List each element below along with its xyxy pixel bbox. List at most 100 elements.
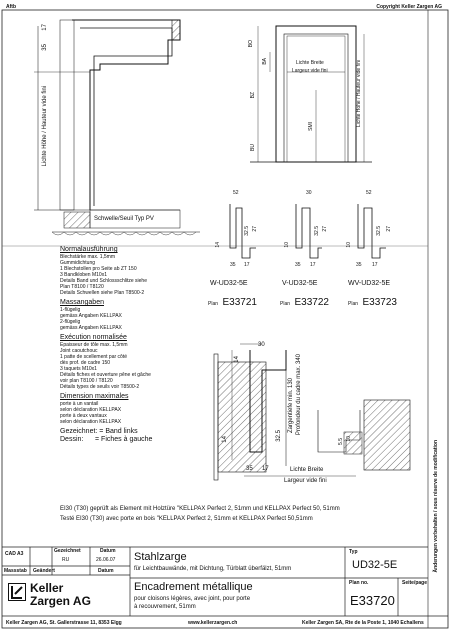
profile-3-d5: 27 — [386, 226, 392, 232]
profile-2-d1: 10 — [284, 242, 290, 248]
note-fr: Testé EI30 (T30) avec porte en bois "KEL… — [60, 516, 313, 522]
profile-1-d1: 14 — [215, 242, 221, 248]
profile-2-plan-row: Plan E33722 — [280, 292, 329, 310]
exec-item: Détails types de seuils voir T8500-2 — [60, 384, 140, 390]
exec-item: Epaisseur de tôle max. 1,5mm — [60, 342, 128, 348]
side-note: Änderungen vorbehalten / sous réserve de… — [433, 440, 439, 573]
profile-1-d3: 17 — [244, 262, 250, 268]
exec-item: voir plan T8100 / T8120 — [60, 378, 113, 384]
exec-item: 3 taquets M10x1 — [60, 366, 97, 372]
profile-2-plan-label: Plan — [280, 301, 291, 307]
date-value: 26.06.07 — [96, 557, 116, 563]
sec-width-label-fr: Largeur vide fini — [284, 478, 327, 484]
right-width-label-fr: Largeur vide fini — [292, 68, 328, 74]
changed-date-header: Datum — [98, 568, 114, 574]
profile-1-plan: E33721 — [222, 297, 257, 308]
profile-3-name: WV-UD32-5E — [348, 280, 391, 287]
dim-item: selon déclaration KELLPAX — [60, 407, 122, 413]
normal-item: 3 Bandkloben M10x1 — [60, 272, 107, 278]
drawn-header: Gezeichnet — [54, 548, 81, 554]
sec-dim-14a: 14 — [234, 356, 240, 363]
logo-line1: Keller — [30, 581, 64, 595]
changed-header: Geändert — [33, 568, 55, 574]
profile-1-d2: 35 — [230, 262, 236, 268]
profile-sketches — [229, 204, 386, 259]
mass-item: 1-flügelig — [60, 307, 81, 313]
header-left: Aftb — [6, 4, 16, 10]
sec-dim-14b: 14 — [222, 436, 228, 443]
normal-item: Details Band und Schlossschlitze siehe — [60, 278, 147, 284]
profile-1-top: 52 — [233, 190, 239, 196]
normal-item: 1 Blechstollen pro Seite ab ZT 150 — [60, 266, 137, 272]
type-value: UD32-5E — [352, 559, 398, 571]
mass-item: gemäss Angaben KELLPAX — [60, 325, 122, 331]
profile-3-d1: 10 — [346, 242, 352, 248]
footer-left: Keller Zargen AG, St. Gallerstrasse 11, … — [6, 620, 122, 626]
dim-17: 17 — [42, 24, 48, 31]
profile-3-d4: 32.5 — [376, 226, 382, 236]
profile-1-name: W-UD32-5E — [210, 280, 248, 287]
right-height-label: Lichte Höhe / Hauteur vide fini — [356, 60, 362, 127]
profile-1-d4: 32.5 — [244, 226, 250, 236]
left-section-drawing — [34, 19, 200, 236]
profile-1-plan-label: Plan — [208, 301, 219, 307]
header-right: Copyright Keller Zargen AG — [376, 4, 442, 10]
dim-item: porte à un vantail — [60, 401, 99, 407]
profile-2-top: 30 — [306, 190, 312, 196]
profile-3-d3: 17 — [372, 262, 378, 268]
specs-panel: Normalausführung Blechstärke max. 1,5mm … — [60, 246, 210, 444]
label-bz: BZ — [250, 92, 256, 99]
mass-item: 2-flügelig — [60, 319, 81, 325]
profile-2-name: V-UD32-5E — [282, 280, 318, 287]
drawn-value: RU — [62, 557, 70, 563]
logo-line2: Zargen AG — [30, 594, 91, 608]
normal-item: Blechstärke max. 1,5mm — [60, 254, 116, 260]
title-de: Stahlzarge — [134, 551, 187, 563]
dim-35: 35 — [42, 44, 48, 51]
exec-item: 1 patte de scellement par côté — [60, 354, 127, 360]
profile-2-d5: 27 — [322, 226, 328, 232]
cad-label: CAD A3 — [5, 551, 24, 557]
subtitle-de: für Leichtbauwände, mit Dichtung, Türbla… — [134, 566, 292, 572]
type-header: Typ — [349, 549, 358, 555]
dessin-note: Dessin: = Fiches à gauche — [60, 436, 153, 443]
dim-item: selon déclaration KELLPAX — [60, 419, 122, 425]
sec-width-label: Lichte Breite — [290, 467, 324, 473]
sec-dim-35: 35 — [246, 466, 253, 472]
exec-item: dès prof. de cadre 150 — [60, 360, 111, 366]
profile-3-plan-label: Plan — [348, 301, 359, 307]
subtitle-fr-1: pour cloisons légères, avec joint, pour … — [134, 596, 251, 602]
dim-title: Dimension maximales — [60, 393, 129, 400]
door-elevation-drawing — [250, 25, 372, 163]
left-height-label: Lichte Höhe / Hauteur vide fini — [42, 86, 48, 167]
profile-2-plan: E33722 — [294, 297, 329, 308]
right-width-label: Lichte Breite — [296, 60, 324, 66]
label-bu: BU — [250, 144, 256, 151]
normal-item: Plan T8100 / T8120 — [60, 284, 104, 290]
subtitle-fr-2: à recouvrement, 51mm — [134, 604, 196, 610]
mass-item: gemäss Angaben KELLPAX — [60, 313, 122, 319]
normal-item: Details Schwellen siehe Plan T8500-2 — [60, 290, 145, 296]
normal-title: Normalausführung — [60, 246, 118, 253]
profile-3-d2: 35 — [356, 262, 362, 268]
footer-link[interactable]: www.kellerzargen.ch — [188, 620, 238, 626]
profile-3-plan-row: Plan E33723 — [348, 292, 397, 310]
sill-label: Schwelle/Seuil Typ PV — [92, 216, 156, 224]
mass-title: Massangaben — [60, 299, 104, 306]
profile-1-d5: 27 — [252, 226, 258, 232]
profile-2-d3: 17 — [310, 262, 316, 268]
date-header: Datum — [100, 548, 116, 554]
profile-1-plan-row: Plan E33721 — [208, 292, 257, 310]
label-ba: BA — [262, 58, 268, 65]
dim-item: porte à deux vantaux — [60, 413, 107, 419]
profile-3-top: 52 — [366, 190, 372, 196]
profile-3-plan: E33723 — [362, 297, 397, 308]
sec-dim-325: 32.5 — [276, 430, 282, 442]
normal-item: Gummidichtung — [60, 260, 96, 266]
bottom-section-drawing — [213, 343, 411, 481]
plan-value: E33720 — [350, 593, 395, 608]
sec-depth-label: Zargentiefe min. 130 — [288, 378, 294, 434]
profile-2-d4: 32.5 — [314, 226, 320, 236]
plan-header: Plan no. — [349, 580, 369, 586]
